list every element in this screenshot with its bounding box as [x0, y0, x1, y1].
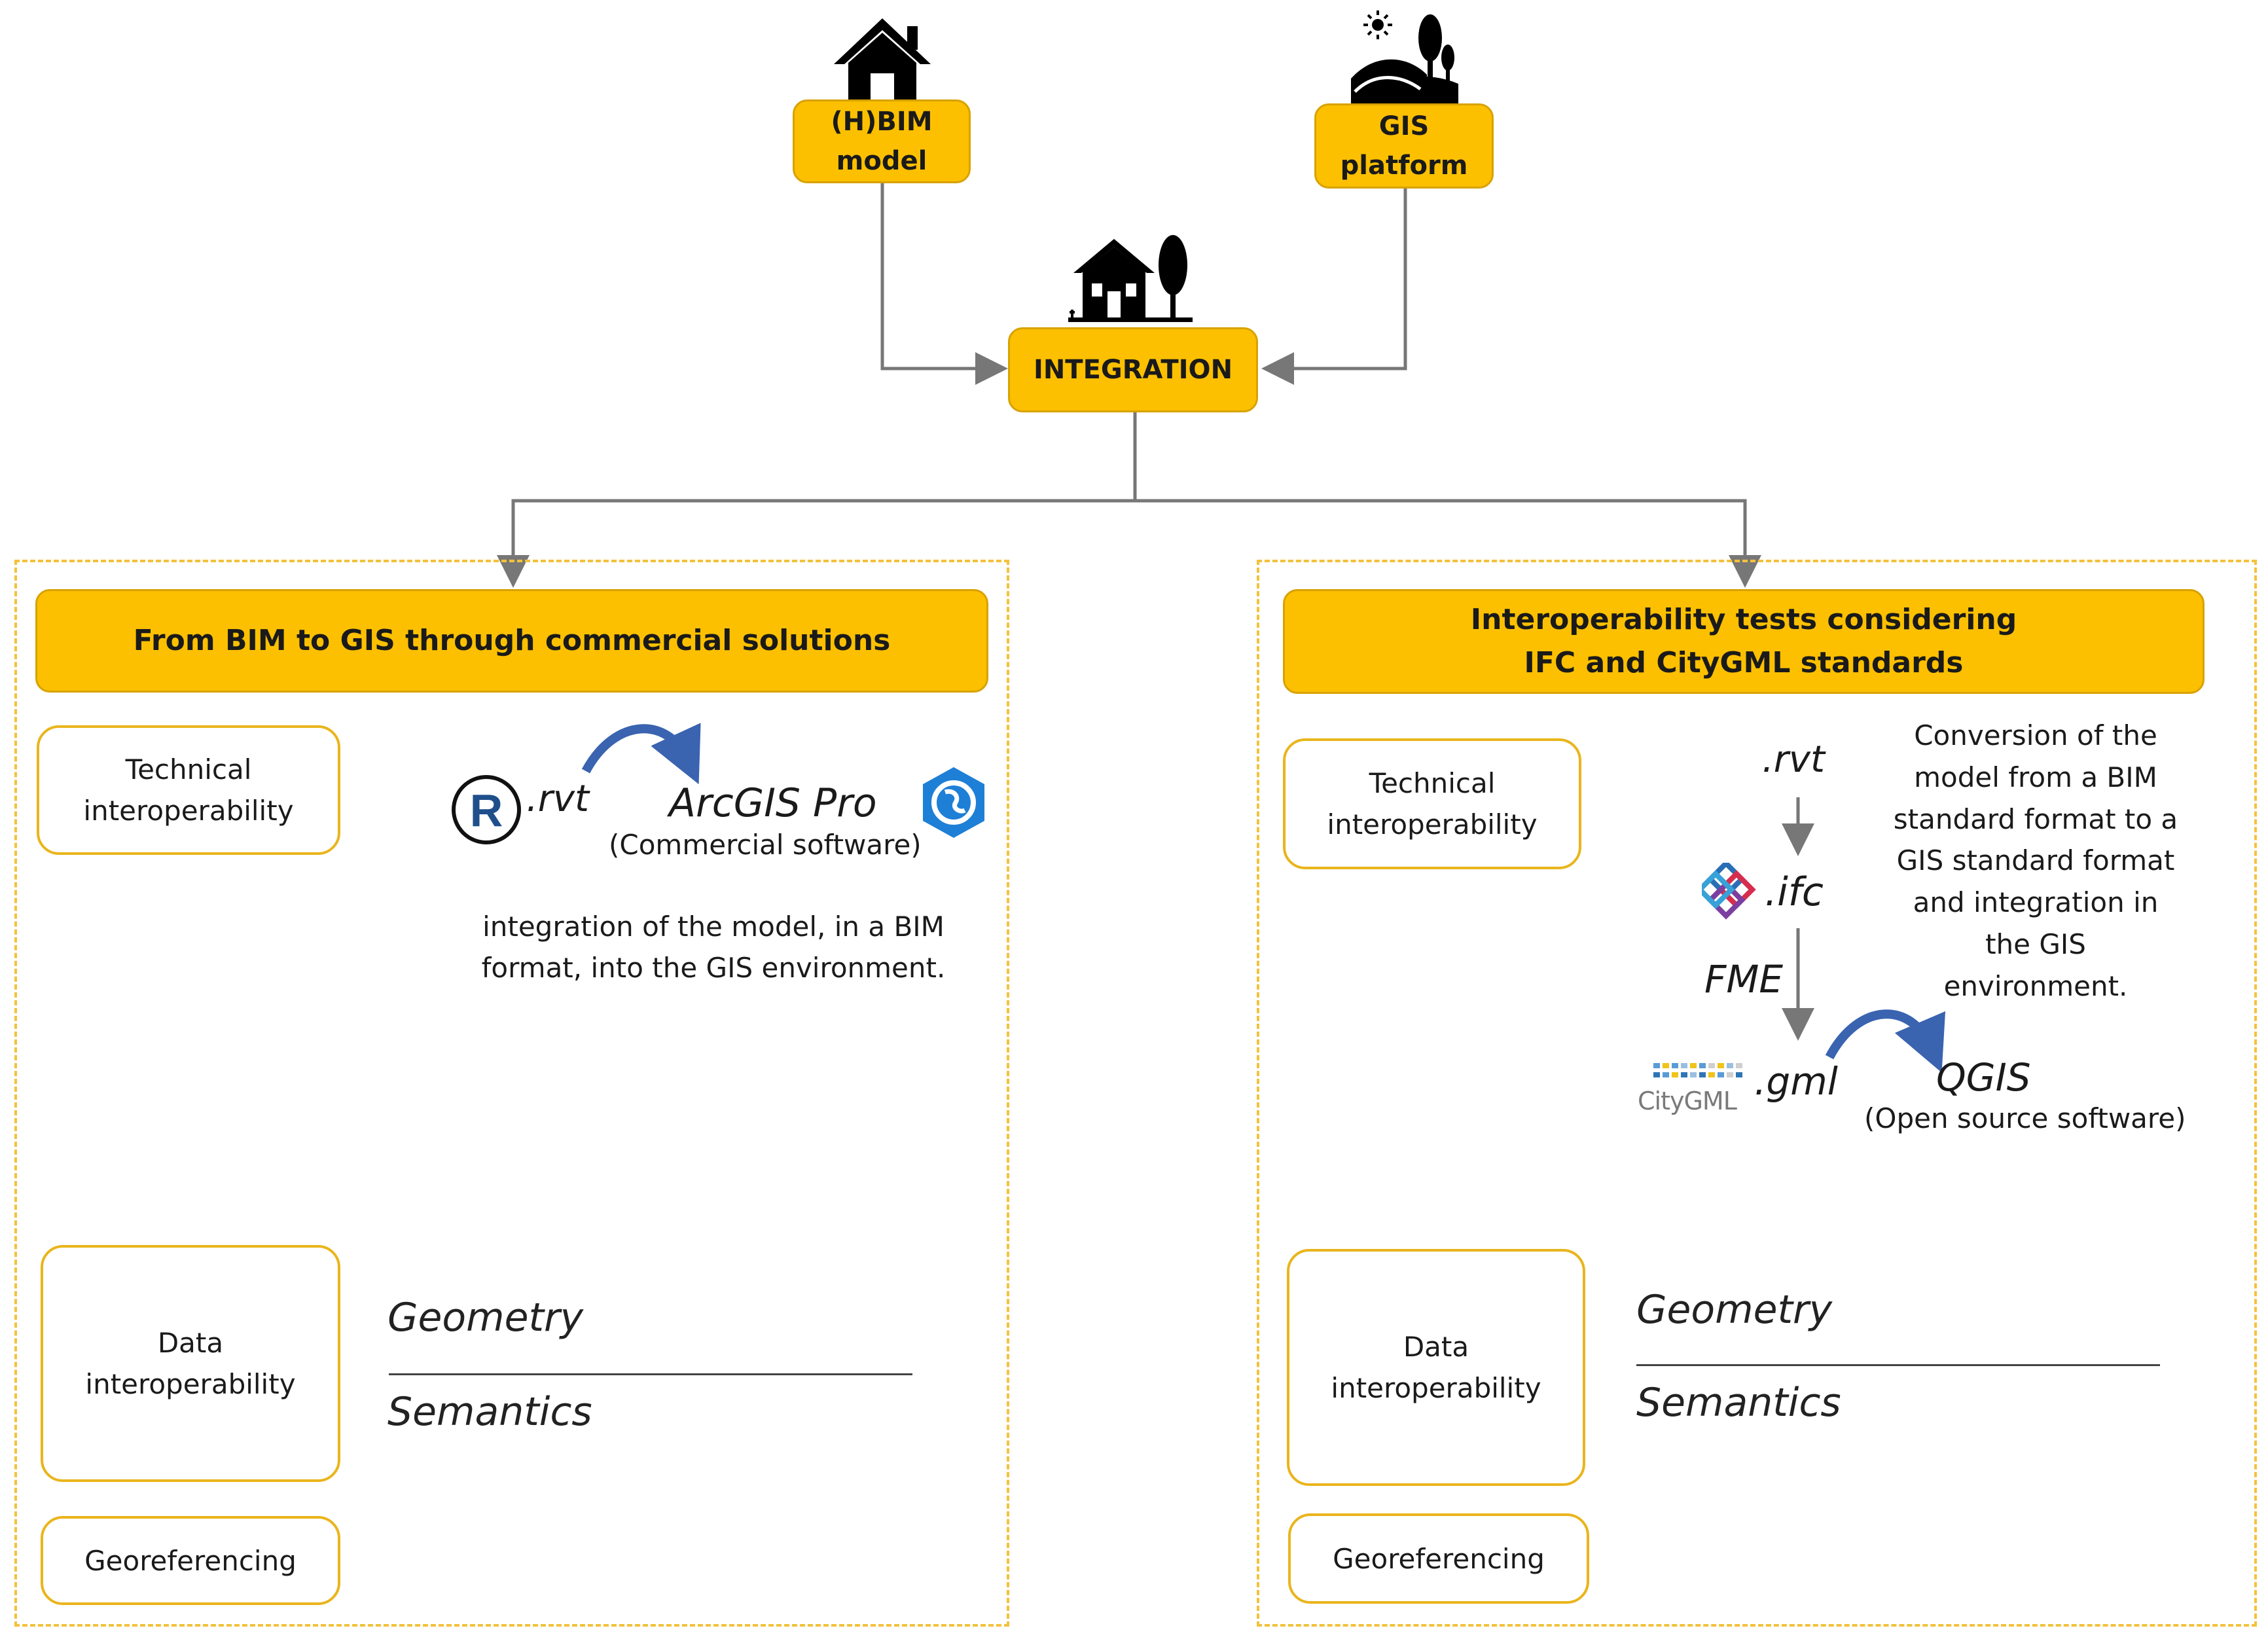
left-panel	[14, 560, 1009, 1627]
left-software-name: ArcGIS Pro	[669, 780, 877, 826]
right-rvt-label: .rvt	[1762, 738, 1825, 781]
right-semantics-label: Semantics	[1636, 1380, 1841, 1426]
arcgis-pro-logo-icon	[923, 767, 984, 838]
connector-to-right-panel	[1135, 499, 1761, 588]
revit-logo-icon: R	[452, 775, 521, 844]
right-data-interoperability-box: Data interoperability	[1287, 1249, 1585, 1486]
svg-text:R: R	[470, 785, 503, 836]
left-panel-header: From BIM to GIS through commercial solut…	[35, 589, 988, 693]
right-gml-label: .gml	[1754, 1059, 1838, 1104]
integration-box: INTEGRATION	[1008, 327, 1258, 412]
connector-to-left-panel	[497, 499, 1135, 588]
citygml-logo-text: CityGML	[1638, 1087, 1737, 1115]
right-technical-interoperability-box: Technical interoperability	[1283, 738, 1581, 869]
right-software-name: QGIS	[1936, 1055, 2031, 1100]
right-software-note: (Open source software)	[1864, 1102, 2186, 1134]
left-semantics-label: Semantics	[387, 1389, 592, 1435]
left-divider	[389, 1373, 912, 1375]
right-geometry-label: Geometry	[1636, 1287, 1833, 1333]
curved-arrow-icon	[581, 723, 701, 785]
left-rvt-label: .rvt	[526, 778, 589, 820]
left-software-note: (Commercial software)	[609, 829, 922, 861]
house-tree-icon	[1068, 235, 1193, 322]
right-panel	[1257, 560, 2257, 1627]
right-panel-header: Interoperability tests considering IFC a…	[1283, 589, 2205, 694]
right-fme-label: FME	[1704, 957, 1784, 1002]
landscape-icon	[1351, 10, 1458, 105]
bim-model-box: (H)BIM model	[793, 99, 971, 183]
left-description: integration of the model, in a BIM forma…	[481, 911, 946, 984]
curved-arrow-icon	[1825, 1009, 1946, 1073]
connector-gis-to-integration	[1261, 189, 1407, 385]
citygml-logo-icon	[1653, 1063, 1742, 1077]
left-data-interoperability-box: Data interoperability	[41, 1245, 340, 1482]
left-geometry-label: Geometry	[387, 1295, 584, 1341]
right-ifc-label: .ifc	[1765, 869, 1824, 915]
gis-platform-box: GIS platform	[1314, 103, 1494, 189]
left-georeferencing-box: Georeferencing	[41, 1516, 340, 1605]
connector-bim-to-integration	[880, 182, 1008, 385]
ifc-logo-icon	[1702, 863, 1756, 920]
right-divider	[1636, 1364, 2160, 1366]
house-icon	[834, 18, 931, 99]
left-technical-interoperability-box: Technical interoperability	[37, 725, 340, 855]
right-description: Conversion of the model from a BIM stand…	[1893, 719, 2178, 1002]
right-georeferencing-box: Georeferencing	[1288, 1513, 1589, 1604]
